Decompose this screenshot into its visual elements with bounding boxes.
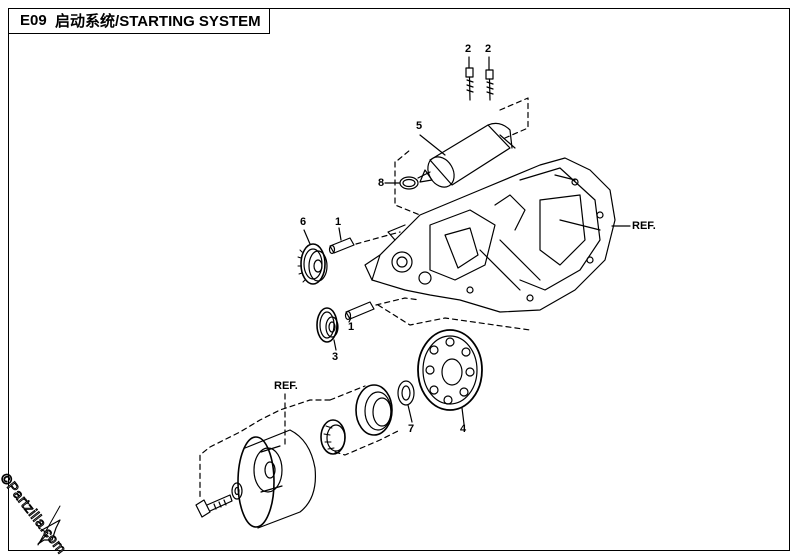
- leader-1a: [338, 227, 342, 241]
- callout-1b: 1: [348, 321, 355, 333]
- starter-ref-line-2: [397, 149, 411, 161]
- bolt-2b: [485, 69, 494, 101]
- starter-motor: [417, 122, 516, 188]
- shaft-upper: [328, 237, 355, 255]
- engine-crankcase: [364, 157, 616, 313]
- shaft-lower-ref-line: [375, 297, 421, 306]
- clutch-ref-line-2: [334, 429, 401, 456]
- callout-8: 8: [378, 177, 385, 189]
- leader-7: [407, 404, 413, 423]
- page-title: E09 启动系统/STARTING SYSTEM: [8, 8, 270, 34]
- ref-label-engine: REF.: [632, 220, 656, 232]
- callout-5: 5: [416, 120, 423, 132]
- driven-gear: [417, 329, 483, 411]
- bolt-2a: [465, 67, 474, 101]
- flywheel-ref-line-2: [199, 399, 331, 501]
- starter-ref-line: [499, 97, 529, 139]
- callout-4: 4: [460, 423, 467, 435]
- callout-1a: 1: [335, 216, 342, 228]
- diagram-title: 启动系统/STARTING SYSTEM: [55, 13, 261, 30]
- shaft-lower: [344, 301, 375, 321]
- leader-1b: [348, 317, 352, 323]
- page-frame: [8, 8, 790, 551]
- fwd-arrow-icon: [37, 505, 61, 546]
- clutch-ref-line: [329, 385, 366, 401]
- flange-bolt: [195, 494, 233, 518]
- idle-gear: [297, 243, 328, 285]
- leader-3: [333, 339, 337, 351]
- o-ring-inner: [402, 178, 416, 188]
- flywheel: [237, 429, 317, 529]
- leader-4: [461, 407, 465, 425]
- washer: [397, 380, 415, 406]
- leader-5: [419, 134, 446, 156]
- callout-2a: 2: [465, 43, 472, 55]
- bolt-washer: [231, 482, 243, 500]
- callout-2b: 2: [485, 43, 492, 55]
- clutch-outer: [355, 384, 393, 436]
- gear-ref-line: [377, 304, 531, 331]
- clutch-bearing: [320, 419, 346, 455]
- o-ring-ref-line: [394, 161, 421, 216]
- ref-label-flywheel: REF.: [274, 380, 298, 392]
- leader-6: [303, 229, 311, 245]
- callout-3: 3: [332, 351, 339, 363]
- callout-7: 7: [408, 423, 415, 435]
- callout-6: 6: [300, 216, 307, 228]
- reduction-gear: [316, 307, 339, 343]
- shaft-upper-ref-line: [355, 231, 401, 245]
- diagram-code: E09: [20, 12, 47, 29]
